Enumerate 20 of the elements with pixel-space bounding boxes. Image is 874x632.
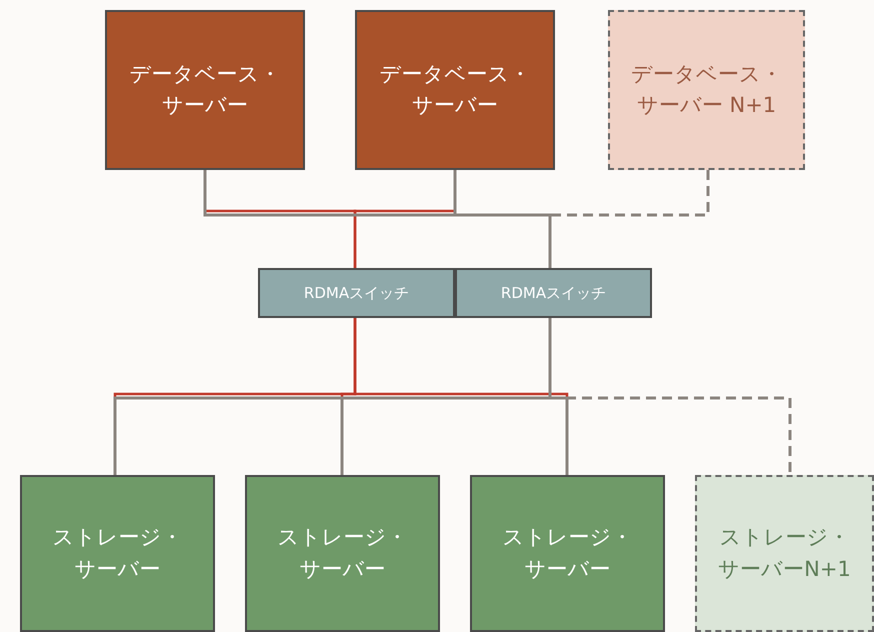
server-box <box>245 475 440 632</box>
server-box <box>105 10 305 170</box>
server-box <box>695 475 874 632</box>
connector-line <box>548 318 792 475</box>
server-box <box>20 475 215 632</box>
server-box <box>470 475 665 632</box>
server-label: ストレージ・サーバーN+1 <box>717 524 852 582</box>
server-label: ストレージ・サーバー <box>276 524 408 582</box>
server-label: データベース・サーバー N+1 <box>630 60 783 119</box>
server-label: ストレージ・サーバー <box>502 524 634 582</box>
switch-box <box>455 268 652 318</box>
server-label: ストレージ・サーバー <box>52 524 184 582</box>
switch-box <box>258 268 455 318</box>
server-box <box>355 10 555 170</box>
server-label: RDMAスイッチ <box>304 282 410 304</box>
connector-line <box>454 170 552 268</box>
server-box <box>608 10 805 170</box>
server-label: データベース・サーバー <box>128 60 282 119</box>
server-label: データベース・サーバー <box>378 60 532 119</box>
server-label: RDMAスイッチ <box>500 282 606 304</box>
